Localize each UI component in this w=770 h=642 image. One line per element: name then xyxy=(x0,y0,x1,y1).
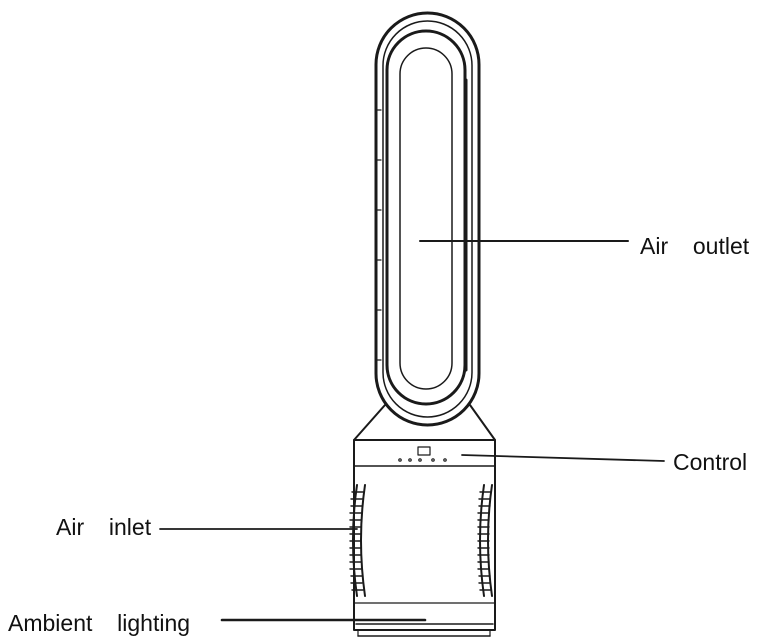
control-label: Control xyxy=(673,449,748,475)
control-panel xyxy=(398,446,447,462)
control-leader xyxy=(461,454,665,462)
air-outlet-label: Air outlet xyxy=(640,233,750,259)
base-body xyxy=(353,439,496,637)
air-inlet-label: Air inlet xyxy=(56,514,152,540)
ambient-lighting-label: Ambient lighting xyxy=(8,610,191,636)
right-inlet-grille xyxy=(477,484,493,597)
loop-amplifier xyxy=(374,11,481,427)
neck xyxy=(353,404,496,441)
left-inlet-grille xyxy=(349,484,366,597)
